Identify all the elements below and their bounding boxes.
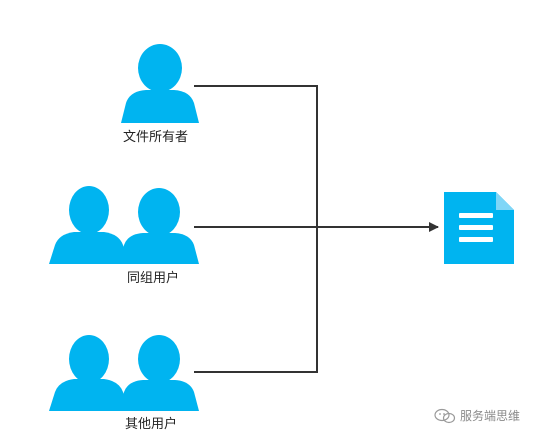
- watermark-text: 服务端思维: [460, 409, 521, 423]
- wechat-icon: [434, 408, 456, 424]
- owner-to-file-edge: [194, 85, 318, 227]
- other-users-icon: [49, 335, 199, 411]
- document-icon: [444, 192, 514, 264]
- connectors: [194, 85, 439, 373]
- group-users-icon: [49, 186, 199, 264]
- group-label: 同组用户: [127, 271, 180, 286]
- others-to-file-edge: [194, 227, 318, 373]
- others-label: 其他用户: [125, 417, 178, 432]
- owner-label: 文件所有者: [123, 130, 189, 145]
- owner-user-icon: [121, 44, 199, 123]
- watermark: 服务端思维: [434, 408, 520, 424]
